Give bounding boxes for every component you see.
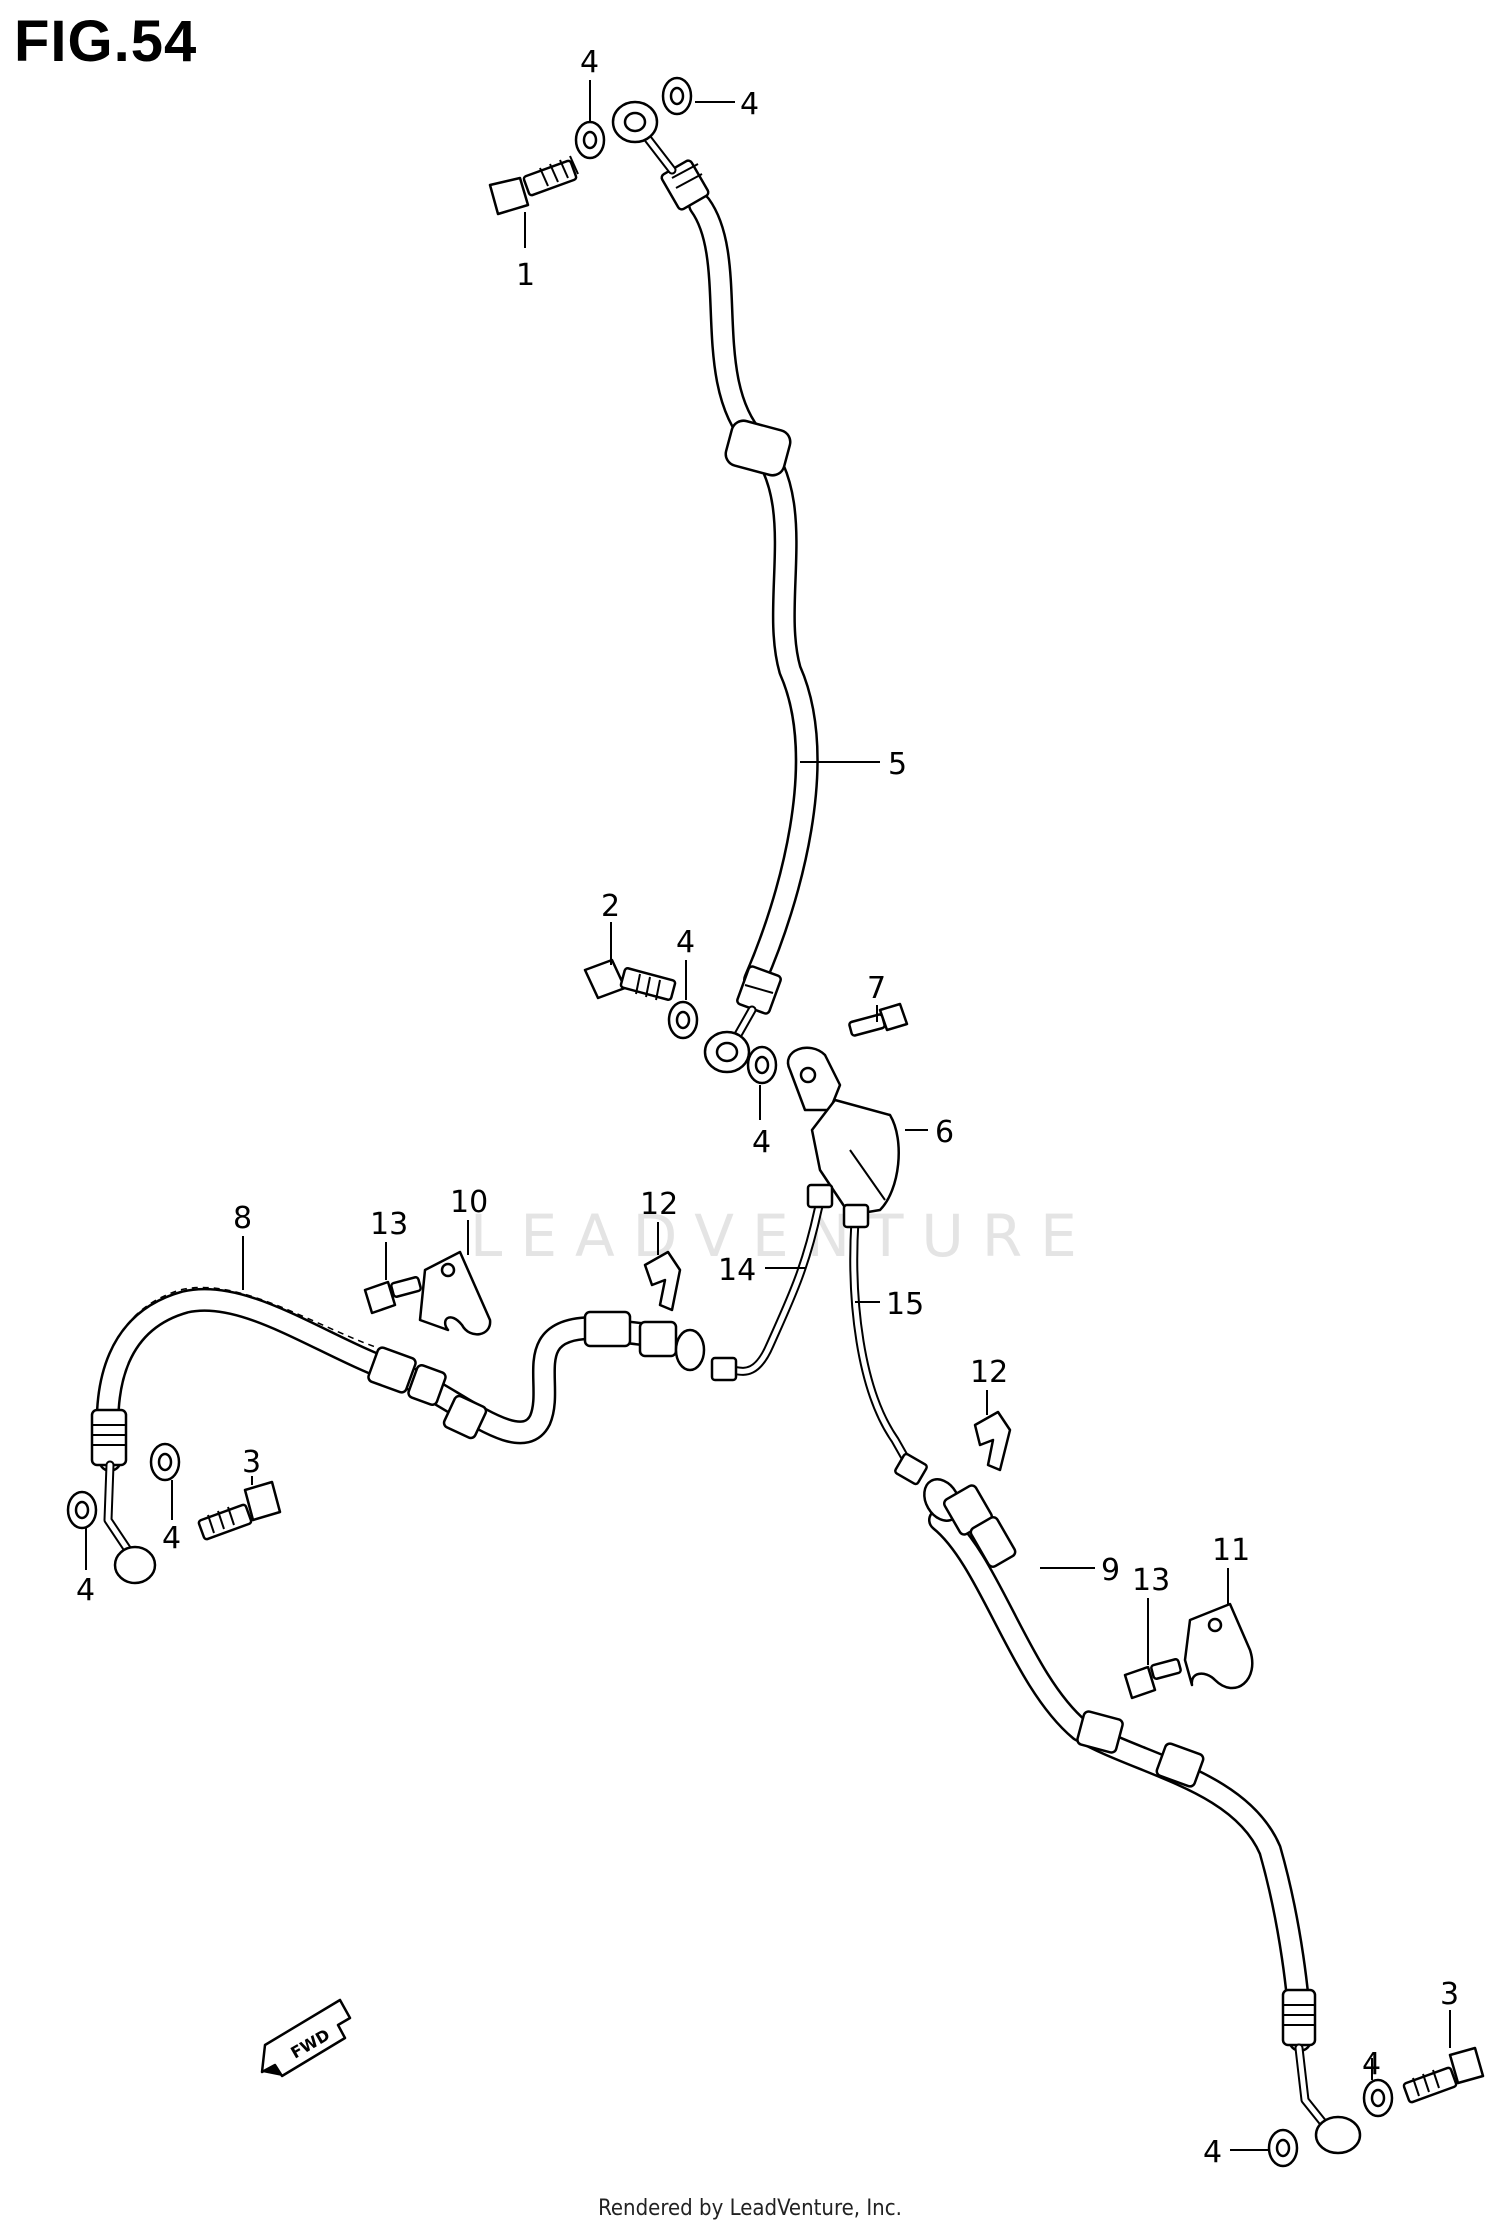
union-bolt-3-left[interactable] xyxy=(197,1480,282,1541)
union-bolt-2[interactable] xyxy=(583,958,677,1001)
callout-12-upper: 12 xyxy=(640,1187,678,1222)
callout-4-top-right: 4 xyxy=(740,87,759,122)
gasket-washer-mid-lower[interactable] xyxy=(746,1045,778,1085)
gasket-washer-top-right[interactable] xyxy=(661,76,693,116)
callout-1: 1 xyxy=(516,258,535,293)
leader-lines xyxy=(85,80,1451,2151)
gasket-washer-left-outer[interactable] xyxy=(66,1490,98,1530)
forward-arrow-icon: FWD xyxy=(260,1998,352,2078)
figure-title: FIG.54 xyxy=(14,9,198,74)
callout-4-top-left: 4 xyxy=(580,45,599,80)
callout-4-right-inner: 4 xyxy=(1362,2047,1381,2082)
callout-4-mid-upper: 4 xyxy=(676,925,695,960)
brake-pipe-14[interactable] xyxy=(710,1183,834,1382)
brake-pipe-15[interactable] xyxy=(842,1203,928,1486)
brake-hose-upper[interactable] xyxy=(611,100,819,1074)
clip-12-upper[interactable] xyxy=(643,1250,682,1312)
brake-hose-right[interactable] xyxy=(917,1473,1362,2155)
bolt-7[interactable] xyxy=(848,1002,909,1037)
clamp-10[interactable] xyxy=(418,1250,492,1336)
callout-8: 8 xyxy=(233,1201,252,1236)
callout-3-right: 3 xyxy=(1440,1977,1459,2012)
bolt-13-left[interactable] xyxy=(363,1276,422,1315)
callout-labels: 1 2 3 3 4 4 4 4 4 4 4 4 5 6 7 8 9 10 11 … xyxy=(76,45,1459,2170)
clip-12-lower[interactable] xyxy=(973,1410,1012,1472)
callout-3-left: 3 xyxy=(242,1445,261,1480)
callout-6: 6 xyxy=(935,1115,954,1150)
callout-4-left-inner: 4 xyxy=(162,1521,181,1556)
watermark: LEADVENTURE xyxy=(470,1202,1095,1270)
gasket-washer-top-left[interactable] xyxy=(574,120,606,160)
gasket-washer-left-inner[interactable] xyxy=(149,1442,181,1482)
callout-10: 10 xyxy=(450,1185,488,1220)
gasket-washer-right-outer[interactable] xyxy=(1267,2128,1299,2168)
union-bolt-1[interactable] xyxy=(488,155,579,216)
callout-4-right-outer: 4 xyxy=(1203,2135,1222,2170)
callout-2: 2 xyxy=(601,889,620,924)
callout-9: 9 xyxy=(1101,1553,1120,1588)
callout-4-left-outer: 4 xyxy=(76,1573,95,1608)
callout-13-right: 13 xyxy=(1132,1563,1170,1598)
callout-7: 7 xyxy=(867,971,886,1006)
render-credit: Rendered by LeadVenture, Inc. xyxy=(598,2196,902,2221)
gasket-washer-mid-upper[interactable] xyxy=(667,1000,699,1040)
clamp-11[interactable] xyxy=(1183,1602,1254,1690)
callout-13-left: 13 xyxy=(370,1207,408,1242)
union-bolt-3-right[interactable] xyxy=(1402,2046,1485,2104)
callout-11: 11 xyxy=(1212,1533,1250,1568)
brake-hose-joint-6[interactable] xyxy=(786,1046,900,1217)
callout-4-mid-lower: 4 xyxy=(752,1125,771,1160)
callout-12-lower: 12 xyxy=(970,1355,1008,1390)
callout-5: 5 xyxy=(888,747,907,782)
callout-15: 15 xyxy=(886,1287,924,1322)
callout-14: 14 xyxy=(718,1253,756,1288)
brake-hose-left[interactable] xyxy=(90,1286,706,1585)
bolt-13-right[interactable] xyxy=(1123,1658,1182,1700)
gasket-washer-right-inner[interactable] xyxy=(1362,2078,1394,2118)
